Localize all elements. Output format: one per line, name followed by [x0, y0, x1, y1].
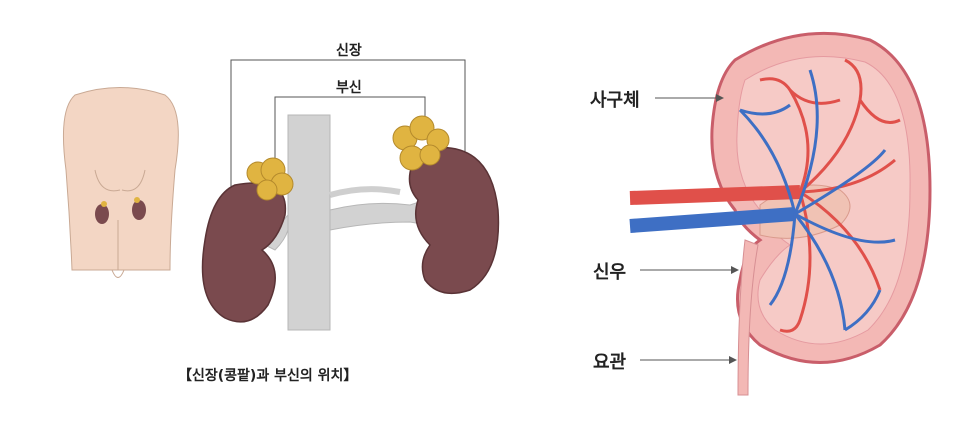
- right-kidney: [392, 115, 500, 295]
- renal-artery: [629, 185, 801, 205]
- ureter: [737, 239, 759, 396]
- kidney-label: 신장: [336, 43, 362, 59]
- cross-section-leaders: [640, 97, 735, 361]
- left-adrenal-gland: [246, 157, 294, 201]
- torso-left-kidney: [95, 204, 109, 224]
- left-kidney: [201, 157, 294, 323]
- adrenal-leader-line: [274, 96, 426, 180]
- ureter-label: 요관: [593, 352, 627, 373]
- adrenal-label: 부신: [336, 80, 362, 96]
- renal-vein: [629, 207, 796, 233]
- torso-illustration: [62, 87, 179, 278]
- left-caption: 【신장(콩팥)과 부신의 위치】: [178, 368, 358, 384]
- glomerulus-label: 사구체: [590, 90, 640, 111]
- kidney-cross-section: [629, 31, 932, 396]
- arterial-branches: [759, 58, 901, 333]
- torso-right-kidney: [132, 200, 146, 220]
- kidney-leader-line: [230, 59, 466, 215]
- venous-branches: [738, 69, 896, 332]
- label-leaders: [230, 59, 466, 215]
- right-adrenal-gland: [392, 115, 450, 171]
- renal-pelvis-label: 신우: [593, 262, 627, 283]
